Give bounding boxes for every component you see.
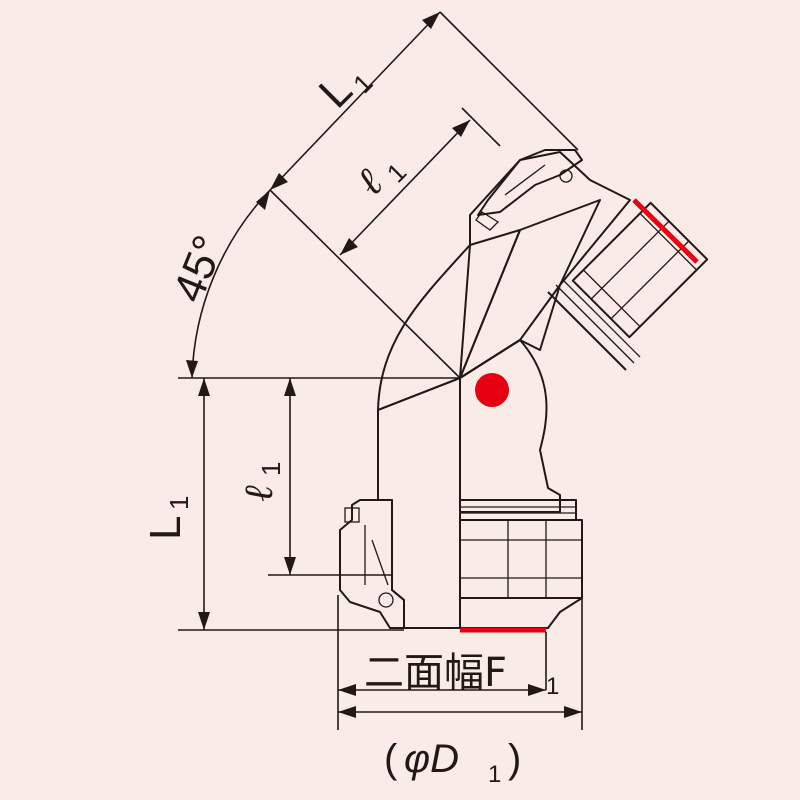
label-ell1-diagonal: ℓ 1 <box>348 157 413 205</box>
lower-leg-white-half <box>377 377 461 629</box>
fitting-body <box>339 149 709 633</box>
svg-text:1: 1 <box>546 673 559 700</box>
upper-leg-white-half <box>459 151 631 379</box>
red-marker-dot <box>475 373 509 407</box>
dimension-lines <box>178 11 583 730</box>
svg-text:1: 1 <box>381 157 412 188</box>
lower-hex-nut <box>459 519 583 629</box>
svg-text:φD: φD <box>404 737 459 781</box>
upper-red-edge <box>632 198 699 264</box>
label-ell1-vertical: ℓ 1 <box>236 462 286 502</box>
upper-collar-rings <box>547 278 641 371</box>
svg-text:45°: 45° <box>164 229 234 309</box>
svg-text:二面幅F: 二面幅F <box>364 650 507 696</box>
label-l1-vertical: L 1 <box>141 496 194 540</box>
upper-hex-nut <box>571 201 709 339</box>
label-width-across-flats: 二面幅F 1 <box>364 650 559 700</box>
lower-release-sleeve <box>339 499 405 629</box>
label-l1-diagonal: L 1 <box>310 66 379 118</box>
upper-release-sleeve <box>475 149 583 231</box>
svg-text:1: 1 <box>164 496 194 510</box>
lower-collar-rings <box>459 499 577 521</box>
svg-text:ℓ: ℓ <box>236 485 282 502</box>
svg-text:(: ( <box>384 737 398 781</box>
svg-text:): ) <box>508 737 521 781</box>
label-diameter: ( φD 1 ) <box>384 737 521 788</box>
svg-text:1: 1 <box>256 462 286 476</box>
svg-text:1: 1 <box>488 761 501 788</box>
label-angle: 45° <box>164 229 234 309</box>
svg-text:L: L <box>141 516 190 540</box>
lower-leg-gray-half <box>459 339 561 513</box>
